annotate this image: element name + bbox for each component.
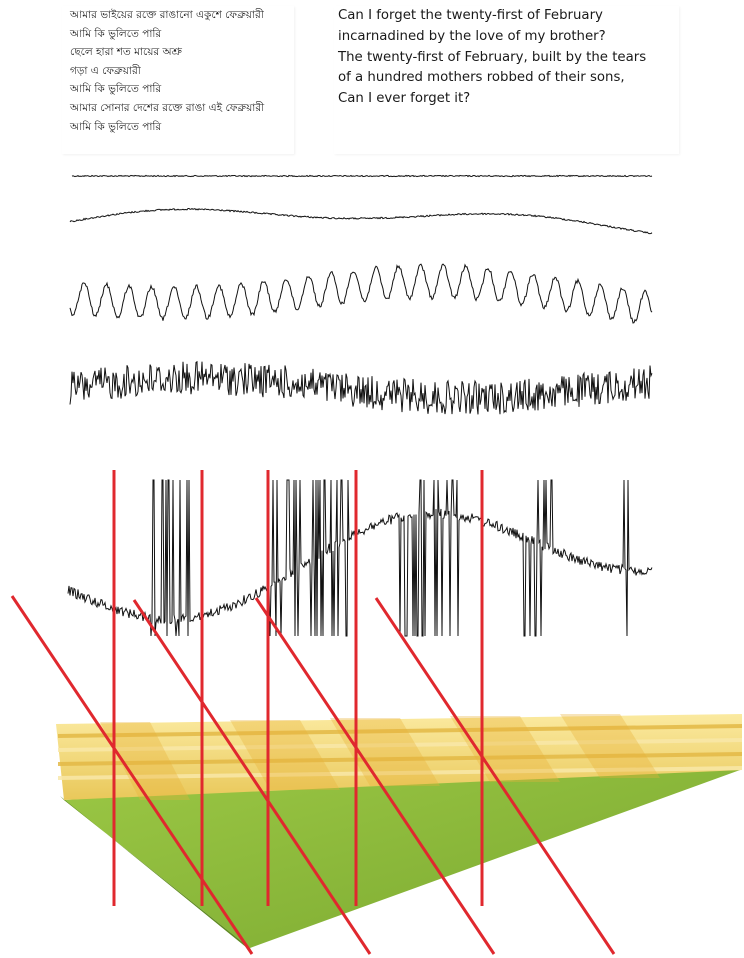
green-base-edge [60, 796, 252, 952]
bengali-line: আমার ভাইয়ের রক্তে রাঙানো একুশে ফেব্রুয়… [70, 9, 264, 21]
bengali-line: ছেলে হারা শত মায়ের অশ্রু [70, 46, 182, 59]
bengali-line: গড়া এ ফেব্রুয়ারী [70, 64, 141, 77]
english-line: Can I ever forget it? [338, 91, 471, 107]
layer-block-shade [100, 722, 190, 800]
bengali-line: আমি কি ভুলিতে পারি [70, 27, 162, 40]
diagonal-red-line [132, 599, 372, 955]
layer-block-shade [560, 714, 660, 778]
diagonal-red-line [10, 595, 254, 955]
english-line: The twenty-first of February, built by t… [338, 49, 647, 65]
bengali-poem: আমার ভাইয়ের রক্তে রাঙানো একুশে ফেব্রুয়… [62, 6, 294, 154]
trace-flat [71, 174, 653, 178]
layer-stack [56, 714, 742, 952]
bengali-line: আমি কি ভুলিতে পারি [70, 83, 162, 96]
layer-stripe [58, 752, 742, 766]
layer-stripe [58, 766, 742, 780]
bengali-line: আমি কি ভুলিতে পারি [70, 120, 162, 133]
green-base [64, 758, 740, 948]
trace-spiky [67, 479, 653, 637]
layer-stripes [58, 724, 742, 780]
diagonal-red-line [254, 597, 496, 955]
english-line: of a hundred mothers robbed of their son… [338, 70, 625, 86]
signal-traces [67, 174, 653, 637]
english-line: Can I forget the twenty-first of Februar… [338, 8, 603, 23]
layer-stripe [58, 738, 742, 752]
diagonal-red-line [374, 597, 616, 955]
trace-medium [69, 263, 653, 324]
trace-smooth [69, 208, 653, 235]
english-line: incarnadined by the love of my brother? [338, 28, 606, 44]
layer-block-shade [230, 720, 340, 790]
trace-noisy [69, 360, 653, 415]
english-translation: Can I forget the twenty-first of Februar… [334, 6, 679, 154]
layer-stripe [58, 724, 742, 738]
red-lines [10, 470, 616, 955]
bengali-line: আমার সোনার দেশের রক্তে রাঙা এই ফেব্রুয়া… [70, 101, 265, 114]
layer-block-shade [450, 716, 560, 782]
